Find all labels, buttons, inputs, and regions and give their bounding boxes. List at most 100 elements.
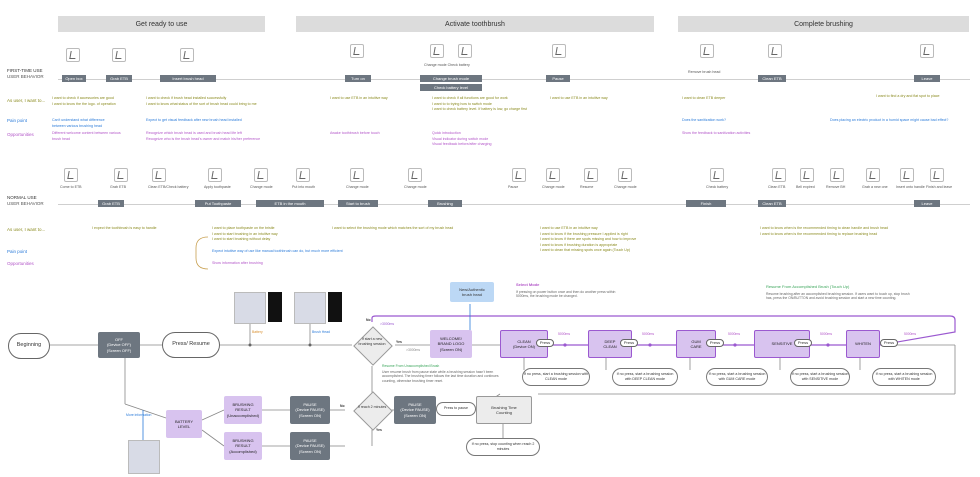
ft-pain: Expect to get visual feedback after new … [146,118,242,122]
result-unaccomplished[interactable]: BRUSHING RESULT (Unaccomplished) [224,396,262,424]
battery-screen-thumb [234,292,266,324]
change-mode-caption: Change mode Check battery [424,63,470,67]
stage-leave: Leave [914,75,940,82]
row-label-as-user: As user, I want to... [7,98,46,103]
battery-label: Battery [252,330,263,334]
mode-sub: CARE [690,344,702,349]
stage-leave: Leave [914,200,940,207]
timing-node[interactable]: Brushing Time Counting [476,396,532,424]
behavior-icon-caption: Put into mouth [292,185,316,189]
no-press-gum: If no press, start a brushing session wi… [706,368,768,386]
press-button[interactable]: Press [794,339,812,347]
mode-name: DEEP [604,338,616,344]
remove-head-caption: Remove brush head [688,70,721,74]
no-press-deep: If no press, start a brushing session wi… [612,368,678,386]
press-button[interactable]: Press [706,339,724,347]
result-l2: RESULT [235,443,251,449]
result-accomplished[interactable]: BRUSHING RESULT (Accomplished) [224,432,262,460]
delay-label: >3000ms [380,322,395,326]
pause-screen: (Screen ON) [298,412,322,418]
beginning-node[interactable]: Beginning [8,333,50,359]
stage-finish: Finish [686,200,726,207]
pause-device: (Device PAUSE) [295,407,325,413]
ft-want: I want to clean ETB deeper [682,96,726,100]
select-mode-label: Select Mode [516,282,540,287]
battery-device-thumb [268,292,282,322]
pause-node[interactable]: PAUSE (Device PAUSE) (Screen ON) [290,396,330,424]
check-battery-icon [458,44,472,58]
reach-text: If reach 2 minutes [357,405,387,409]
behavior-icon [64,168,78,182]
welcome-title: WELCOME/ [440,335,462,341]
no-press-sensitive: If no press, start a brushing session wi… [790,368,850,386]
pause-device: (Device PAUSE) [400,407,430,413]
press-button[interactable]: Press [536,339,554,347]
behavior-icon [830,168,844,182]
stage-clean-etb: Clean ETB [758,75,786,82]
stage-clean-etb: Clean ETB [758,200,786,207]
behavior-icon [866,168,880,182]
battery-l1: BATTERY [174,418,194,424]
nu-pain: Expect intuitive way of use like manual … [212,249,343,253]
brush-head-label: Brush Head [312,330,330,334]
mode-sub: CLEAN [603,344,617,349]
resume2-text: Resume brushing after an accomplished br… [766,292,910,301]
mode-whiten[interactable]: WHITEN [846,330,880,358]
nu-want: I expect the toothbrush is easy to handl… [92,226,157,230]
authentic-node[interactable]: New/Authentic brush head [450,282,494,302]
battery-level-node[interactable]: BATTERY LEVEL [166,410,202,438]
behavior-icon [800,168,814,182]
yes-label: Yes [376,428,382,432]
off-node[interactable]: OFF (Device OFF) (Screen OFF) [98,332,140,358]
ft-opp: Recognize which brush head is used and b… [146,131,261,141]
behavior-icon [772,168,786,182]
behavior-icon [710,168,724,182]
behavior-icon-caption: Apply toothpaste [204,185,231,189]
behavior-icon [114,168,128,182]
mode-name: WHITEN [855,341,871,347]
stage-etb-in-mouth: ETB in the mouth [256,200,324,207]
behavior-icon [546,168,560,182]
ft-want: I want to check if accessories are good … [52,96,116,106]
behavior-icon [296,168,310,182]
ft-want: I want to check if all functions are goo… [432,96,527,112]
resume-text: User resume brush from pause state while… [382,370,499,383]
brushhead-device-thumb [328,292,342,322]
normal-subtitle: USER BEHAVIOR [7,201,44,206]
stage-brushing: Brushing [428,200,462,207]
behavior-icon [350,168,364,182]
press-button[interactable]: Press [620,339,638,347]
no-label: No [340,404,345,408]
press-to-pause[interactable]: Press to pause [436,402,476,416]
result-l1: BRUSHING [232,401,254,407]
off-title: OFF [115,336,123,342]
ms-label: 5000ms [642,332,655,336]
first-time-title: FIRST-TIME USE [7,68,43,73]
press-resume-node[interactable]: Press/ Resume [162,332,220,358]
pause-device: (Device PAUSE) [295,443,325,449]
pause-node[interactable]: PAUSE (Device PAUSE) (Screen ON) [394,396,436,424]
mode-name: GUM [691,338,701,344]
behavior-icon-caption: Insert onto handle [896,185,925,189]
ft-opp: Show the feedback to sanitization activi… [682,131,751,135]
stage-insert-head: Insert brush head [160,75,216,82]
behavior-icon-caption: Check battery [706,185,729,189]
welcome-screen: (Screen ON) [439,346,463,352]
ms-label: 5000ms [558,332,571,336]
ft-pain: Does placing an electric product in a hu… [830,118,949,122]
decision-text: If start a new brushing session [358,337,386,346]
behavior-icon-caption: Grab a new one [862,185,888,189]
more-info-label: More information [126,413,152,417]
mode-clean[interactable]: CLEAN (Device ON) [500,330,548,358]
info-screen-thumb [128,440,160,474]
pause-node[interactable]: PAUSE (Device PAUSE) (Screen ON) [290,432,330,460]
nu-opp: Show information after brushing [212,261,263,265]
press-button[interactable]: Press [880,339,898,347]
no-press-stop: If no press, stop counting when reach 2 … [466,438,540,456]
timing-l2: Counting [495,410,512,415]
result-l3: (Unaccomplished) [226,412,260,418]
welcome-node[interactable]: WELCOME/ BRAND LOGO (Screen ON) [430,330,472,358]
behavior-icon-caption: Clean ETB/Check battery [148,185,189,189]
row-label-opp: Opportunities [7,132,34,137]
